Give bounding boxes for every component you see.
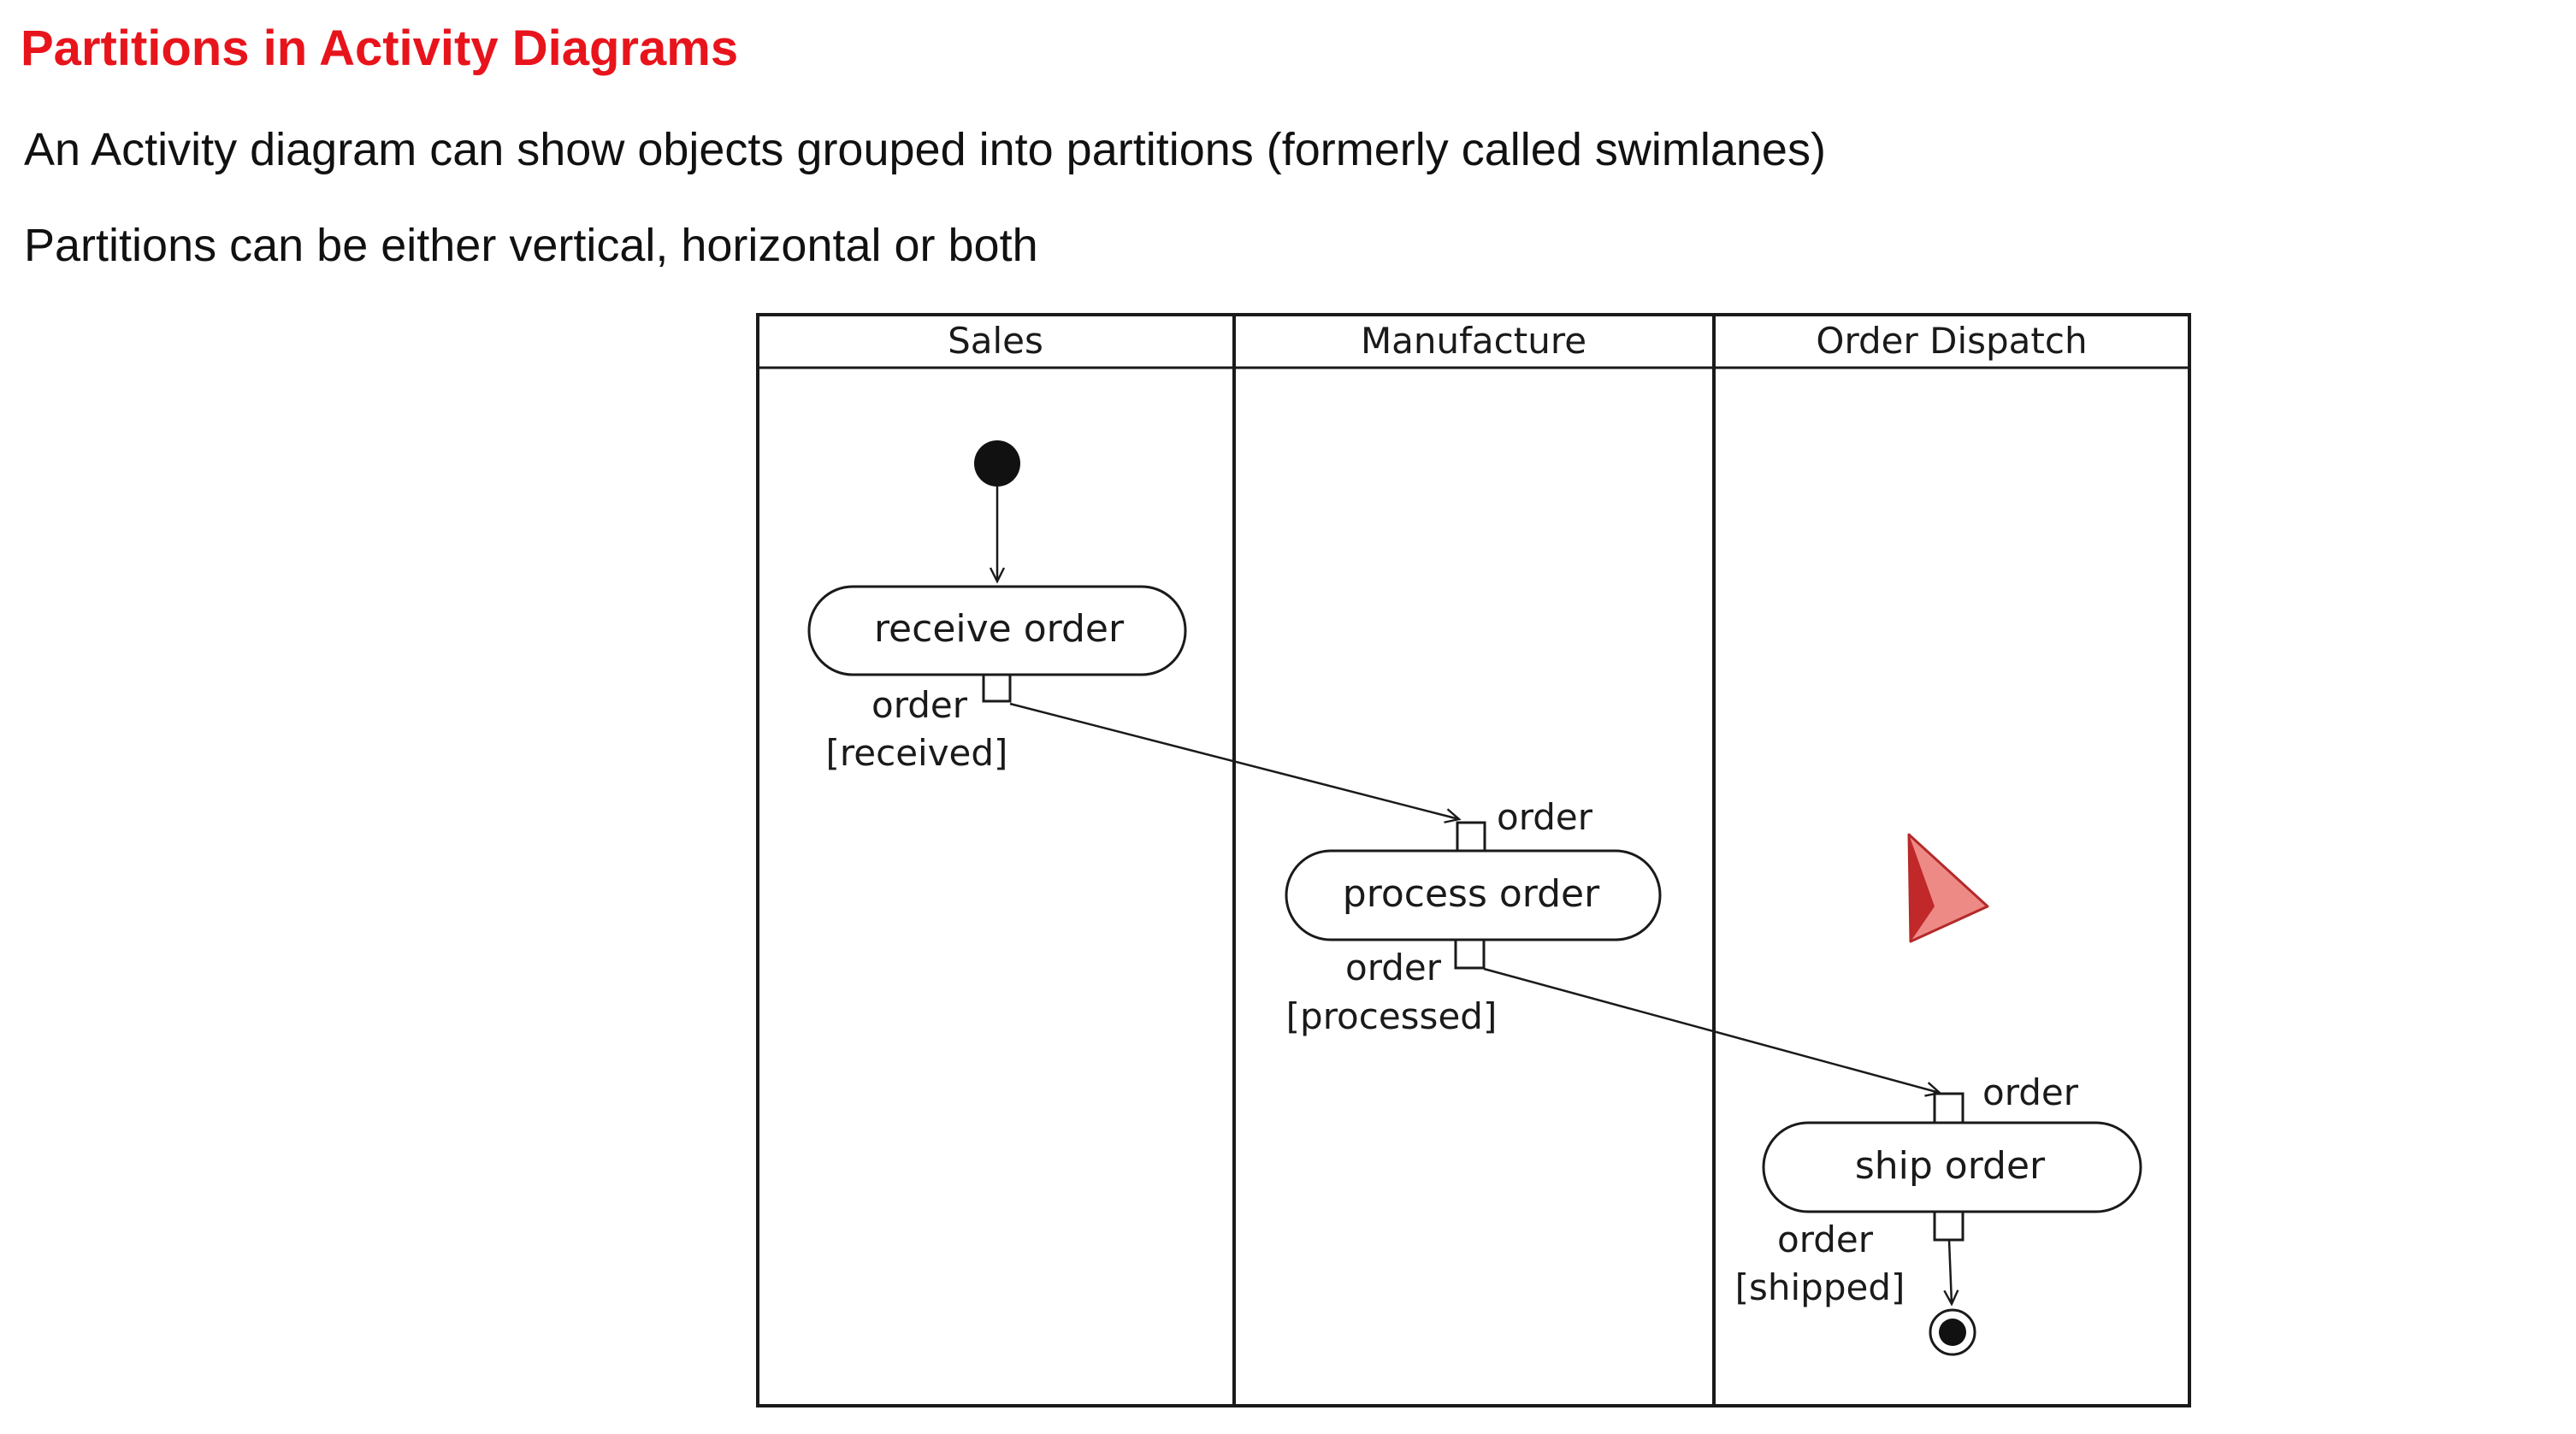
swimlane-frame bbox=[756, 313, 2191, 1407]
intro-paragraph: An Activity diagram can show objects gro… bbox=[24, 124, 1826, 175]
pin-ship-output-label: order bbox=[1777, 1219, 1874, 1260]
pin-process-output-state: [processed] bbox=[1286, 995, 1498, 1037]
partition-sales-label: Sales bbox=[948, 320, 1043, 362]
partitions-paragraph: Partitions can be either vertical, horiz… bbox=[24, 220, 1038, 271]
object-flow-processed bbox=[1483, 967, 1942, 1097]
initial-node bbox=[974, 440, 1020, 487]
pin-process-output bbox=[1454, 938, 1486, 970]
pin-process-output-label: order bbox=[1345, 947, 1442, 988]
action-receive-order-label: receive order bbox=[874, 607, 1125, 651]
pin-receive-output-state: [received] bbox=[826, 732, 1008, 774]
partition-order-dispatch-label: Order Dispatch bbox=[1816, 320, 2087, 362]
object-flow-received bbox=[1009, 702, 1462, 823]
pin-process-input-label: order bbox=[1497, 796, 1593, 838]
action-ship-order-label: ship order bbox=[1855, 1144, 2046, 1188]
pin-ship-output bbox=[1933, 1210, 1964, 1242]
pin-ship-output-state: [shipped] bbox=[1735, 1266, 1905, 1308]
end-flow-arrow bbox=[1943, 1239, 1959, 1307]
pin-ship-input-label: order bbox=[1982, 1071, 2079, 1113]
pin-process-input bbox=[1456, 821, 1486, 853]
action-process-order-label: process order bbox=[1343, 872, 1600, 916]
pin-receive-output bbox=[982, 673, 1012, 703]
page-title: Partitions in Activity Diagrams bbox=[21, 21, 739, 76]
activity-final-node bbox=[1929, 1308, 1976, 1356]
pin-receive-output-label: order bbox=[871, 684, 968, 726]
partition-manufacture-label: Manufacture bbox=[1361, 320, 1586, 362]
pointer-cursor-icon bbox=[1907, 833, 1989, 943]
pin-ship-input bbox=[1933, 1092, 1964, 1124]
